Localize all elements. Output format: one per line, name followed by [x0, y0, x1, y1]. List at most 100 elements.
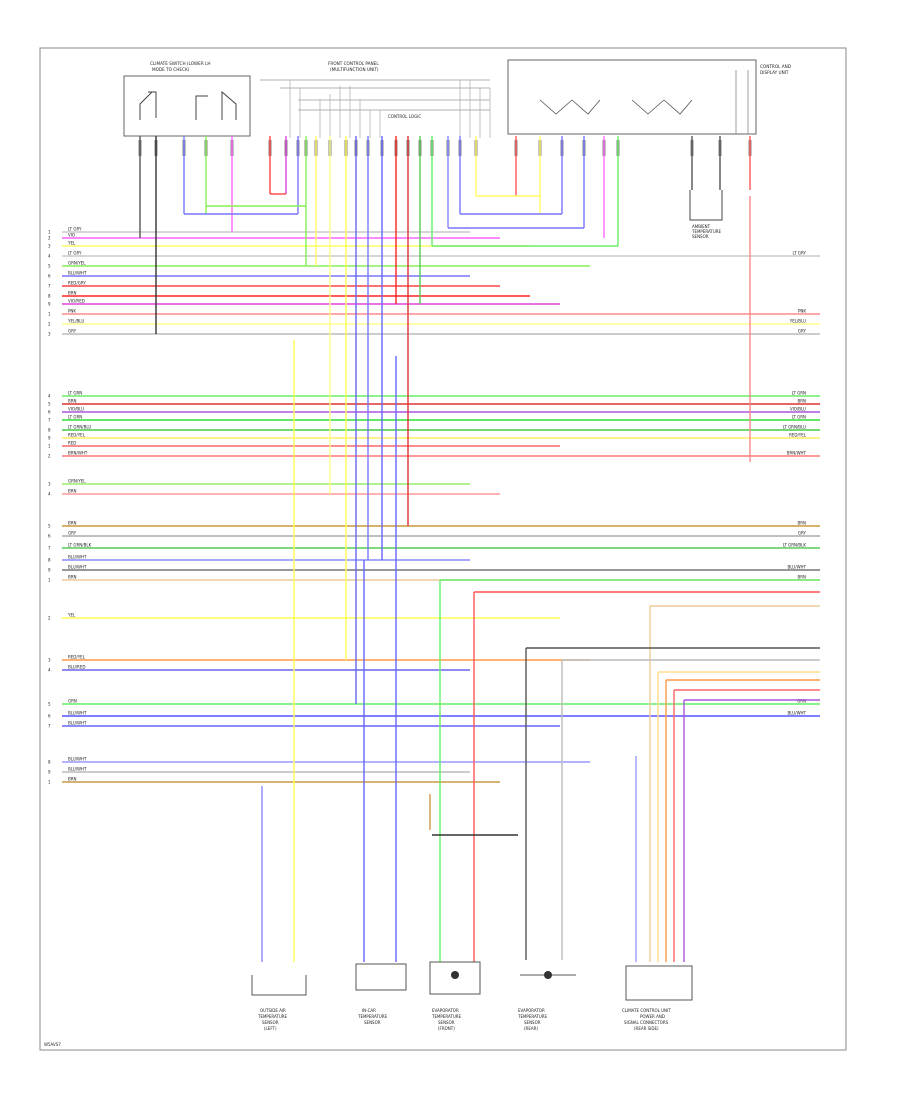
wire-label-left: BLU/WHT — [68, 721, 87, 726]
wire-label-left: BRN — [68, 777, 77, 782]
bottom-4-label-1: POWER AND — [640, 1014, 665, 1019]
wire-label-left: LT GRN/BLU — [68, 425, 91, 430]
wire-label-right: BRN — [797, 521, 806, 526]
pin-number: 7 — [48, 284, 51, 289]
wire-label-left: VIO — [68, 233, 75, 238]
wire-label-left: PNK — [68, 309, 76, 314]
pin-number: 5 — [48, 702, 51, 707]
wire-label-right: VIO/BLU — [790, 407, 806, 412]
pin-number: 3 — [48, 658, 51, 663]
pin-number: 4 — [48, 492, 51, 497]
outside-air-sensor: OUTSIDE AIR TEMPERATURE SENSOR (LEFT) — [251, 975, 307, 1031]
climate-switch-title-1: CLIMATE SWITCH (LOWER LH — [150, 61, 211, 66]
wire-label-left: YEL — [67, 241, 76, 246]
ambient-sensor-label-3: SENSOR — [692, 234, 709, 239]
wire-label-right: LT GRN/BLK — [783, 543, 807, 548]
climate-switch-title-2: MODE TO CHECK) — [152, 67, 190, 72]
wire-label-right: BLU/WHT — [788, 565, 807, 570]
wire-label-left: GRN/YEL — [68, 479, 86, 484]
diagram-frame — [39, 47, 847, 1051]
wire-label-left: LT GRN/BLK — [68, 543, 92, 548]
pin-number: 8 — [48, 294, 51, 299]
wire-label-right: BRN — [797, 575, 806, 580]
pin-number: 9 — [48, 436, 51, 441]
pin-number: 2 — [48, 236, 51, 241]
footer-code: W5AVS7 — [44, 1042, 61, 1047]
wire-label-right: LT GRN — [792, 415, 806, 420]
wire-label-left: BLU/WHT — [68, 711, 87, 716]
wire-label-left: BRN — [68, 399, 77, 404]
wire-label-left: BRN — [68, 521, 77, 526]
bottom-0-label-3: (LEFT) — [264, 1026, 277, 1031]
pin-number: 5 — [48, 264, 51, 269]
wire-label-right: GRN — [797, 699, 806, 704]
bottom-2-label-3: (FRONT) — [438, 1026, 455, 1031]
wire-label-left: GRN — [68, 699, 77, 704]
pin-number: 8 — [48, 760, 51, 765]
wire-label-right: LT GRN — [792, 391, 806, 396]
bottom-3-label-3: (REAR) — [524, 1026, 538, 1031]
pin-number: 3 — [48, 482, 51, 487]
pin-number: 8 — [48, 558, 51, 563]
wire-label-left: BRN — [68, 291, 77, 296]
pin-number: 4 — [48, 254, 51, 259]
wire-label-left: VIO/BLU — [68, 407, 84, 412]
control-logic-label: CONTROL LOGIC — [388, 114, 421, 119]
right-module-title-1: CONTROL AND — [760, 64, 791, 69]
front-control-panel: FRONT CONTROL PANEL (MULTIFUNCTION UNIT)… — [260, 61, 491, 138]
pin-number: 7 — [48, 546, 51, 551]
wire-label-left: GRY — [68, 329, 77, 334]
climate-switch: CLIMATE SWITCH (LOWER LH MODE TO CHECK) — [123, 61, 251, 137]
wire-label-left: VIO/RED — [68, 299, 85, 304]
vertical-drops — [139, 136, 820, 962]
pin-number: 1 — [48, 780, 51, 785]
pin-number: 6 — [48, 410, 51, 415]
pin-number: 9 — [48, 568, 51, 573]
pin-number: 6 — [48, 534, 51, 539]
pin-number: 7 — [48, 418, 51, 423]
wire-label-right: YEL/BLU — [789, 319, 806, 324]
wire-label-right: LT GRN/BLU — [783, 425, 806, 430]
bottom-1-label-2: SENSOR — [364, 1020, 381, 1025]
in-car-sensor: IN-CAR TEMPERATURE SENSOR — [355, 963, 407, 1025]
right-module-title-2: DISPLAY UNIT — [760, 70, 789, 75]
bottom-0-label-2: SENSOR — [262, 1020, 279, 1025]
wire-label-left: GRN/YEL — [68, 261, 86, 266]
wire-label-left: GRY — [68, 531, 77, 536]
wire-label-right: BLU/WHT — [788, 711, 807, 716]
ambient-sensor-label-1: AMBIENT — [692, 224, 711, 229]
wire-label-left: BLU/WHT — [68, 565, 87, 570]
bottom-4-label-3: (REAR SIDE) — [634, 1026, 659, 1031]
pin-number: 9 — [48, 770, 51, 775]
wire-label-left: RED/YEL — [68, 655, 86, 660]
wire-label-left: RED/YEL — [68, 433, 86, 438]
pin-number: 2 — [48, 616, 51, 621]
connector-stubs — [138, 140, 752, 156]
wire-label-left: BLU/WHT — [68, 767, 87, 772]
evaporator-rear-sensor: EVAPORATOR TEMPERATURE SENSOR (REAR) — [517, 971, 576, 1031]
wire-label-left: BRN — [68, 575, 77, 580]
bottom-1-label-0: IN-CAR — [362, 1008, 376, 1013]
climate-control-unit: CLIMATE CONTROL UNIT POWER AND SIGNAL CO… — [622, 965, 693, 1031]
pin-number: 1 — [48, 312, 51, 317]
wire-label-left: YEL/BLU — [67, 319, 84, 324]
wire-label-left: BLU/RED — [68, 665, 85, 670]
wire-label-right: LT GRY — [793, 251, 807, 256]
bottom-4-label-2: SIGNAL CONNECTORS — [624, 1020, 669, 1025]
center-panel-title-2: (MULTIFUNCTION UNIT) — [330, 67, 379, 72]
center-panel-title-1: FRONT CONTROL PANEL — [328, 61, 379, 66]
pin-number: 4 — [48, 668, 51, 673]
bottom-0-label-1: TEMPERATURE — [257, 1014, 288, 1019]
wire-label-right: BRN — [797, 399, 806, 404]
wire-label-right: RED/YEL — [789, 433, 807, 438]
wire-label-left: LT GRN — [68, 415, 82, 420]
evaporator-front-sensor: EVAPORATOR TEMPERATURE SENSOR (FRONT) — [429, 961, 481, 1031]
wire-label-left: LT GRY — [68, 251, 82, 256]
wire-label-left: BLU/WHT — [68, 555, 87, 560]
bottom-1-label-1: TEMPERATURE — [357, 1014, 388, 1019]
ambient-sensor-label-2: TEMPERATURE — [691, 229, 722, 234]
wire-label-left: YEL — [67, 613, 76, 618]
pin-number: 9 — [48, 302, 51, 307]
